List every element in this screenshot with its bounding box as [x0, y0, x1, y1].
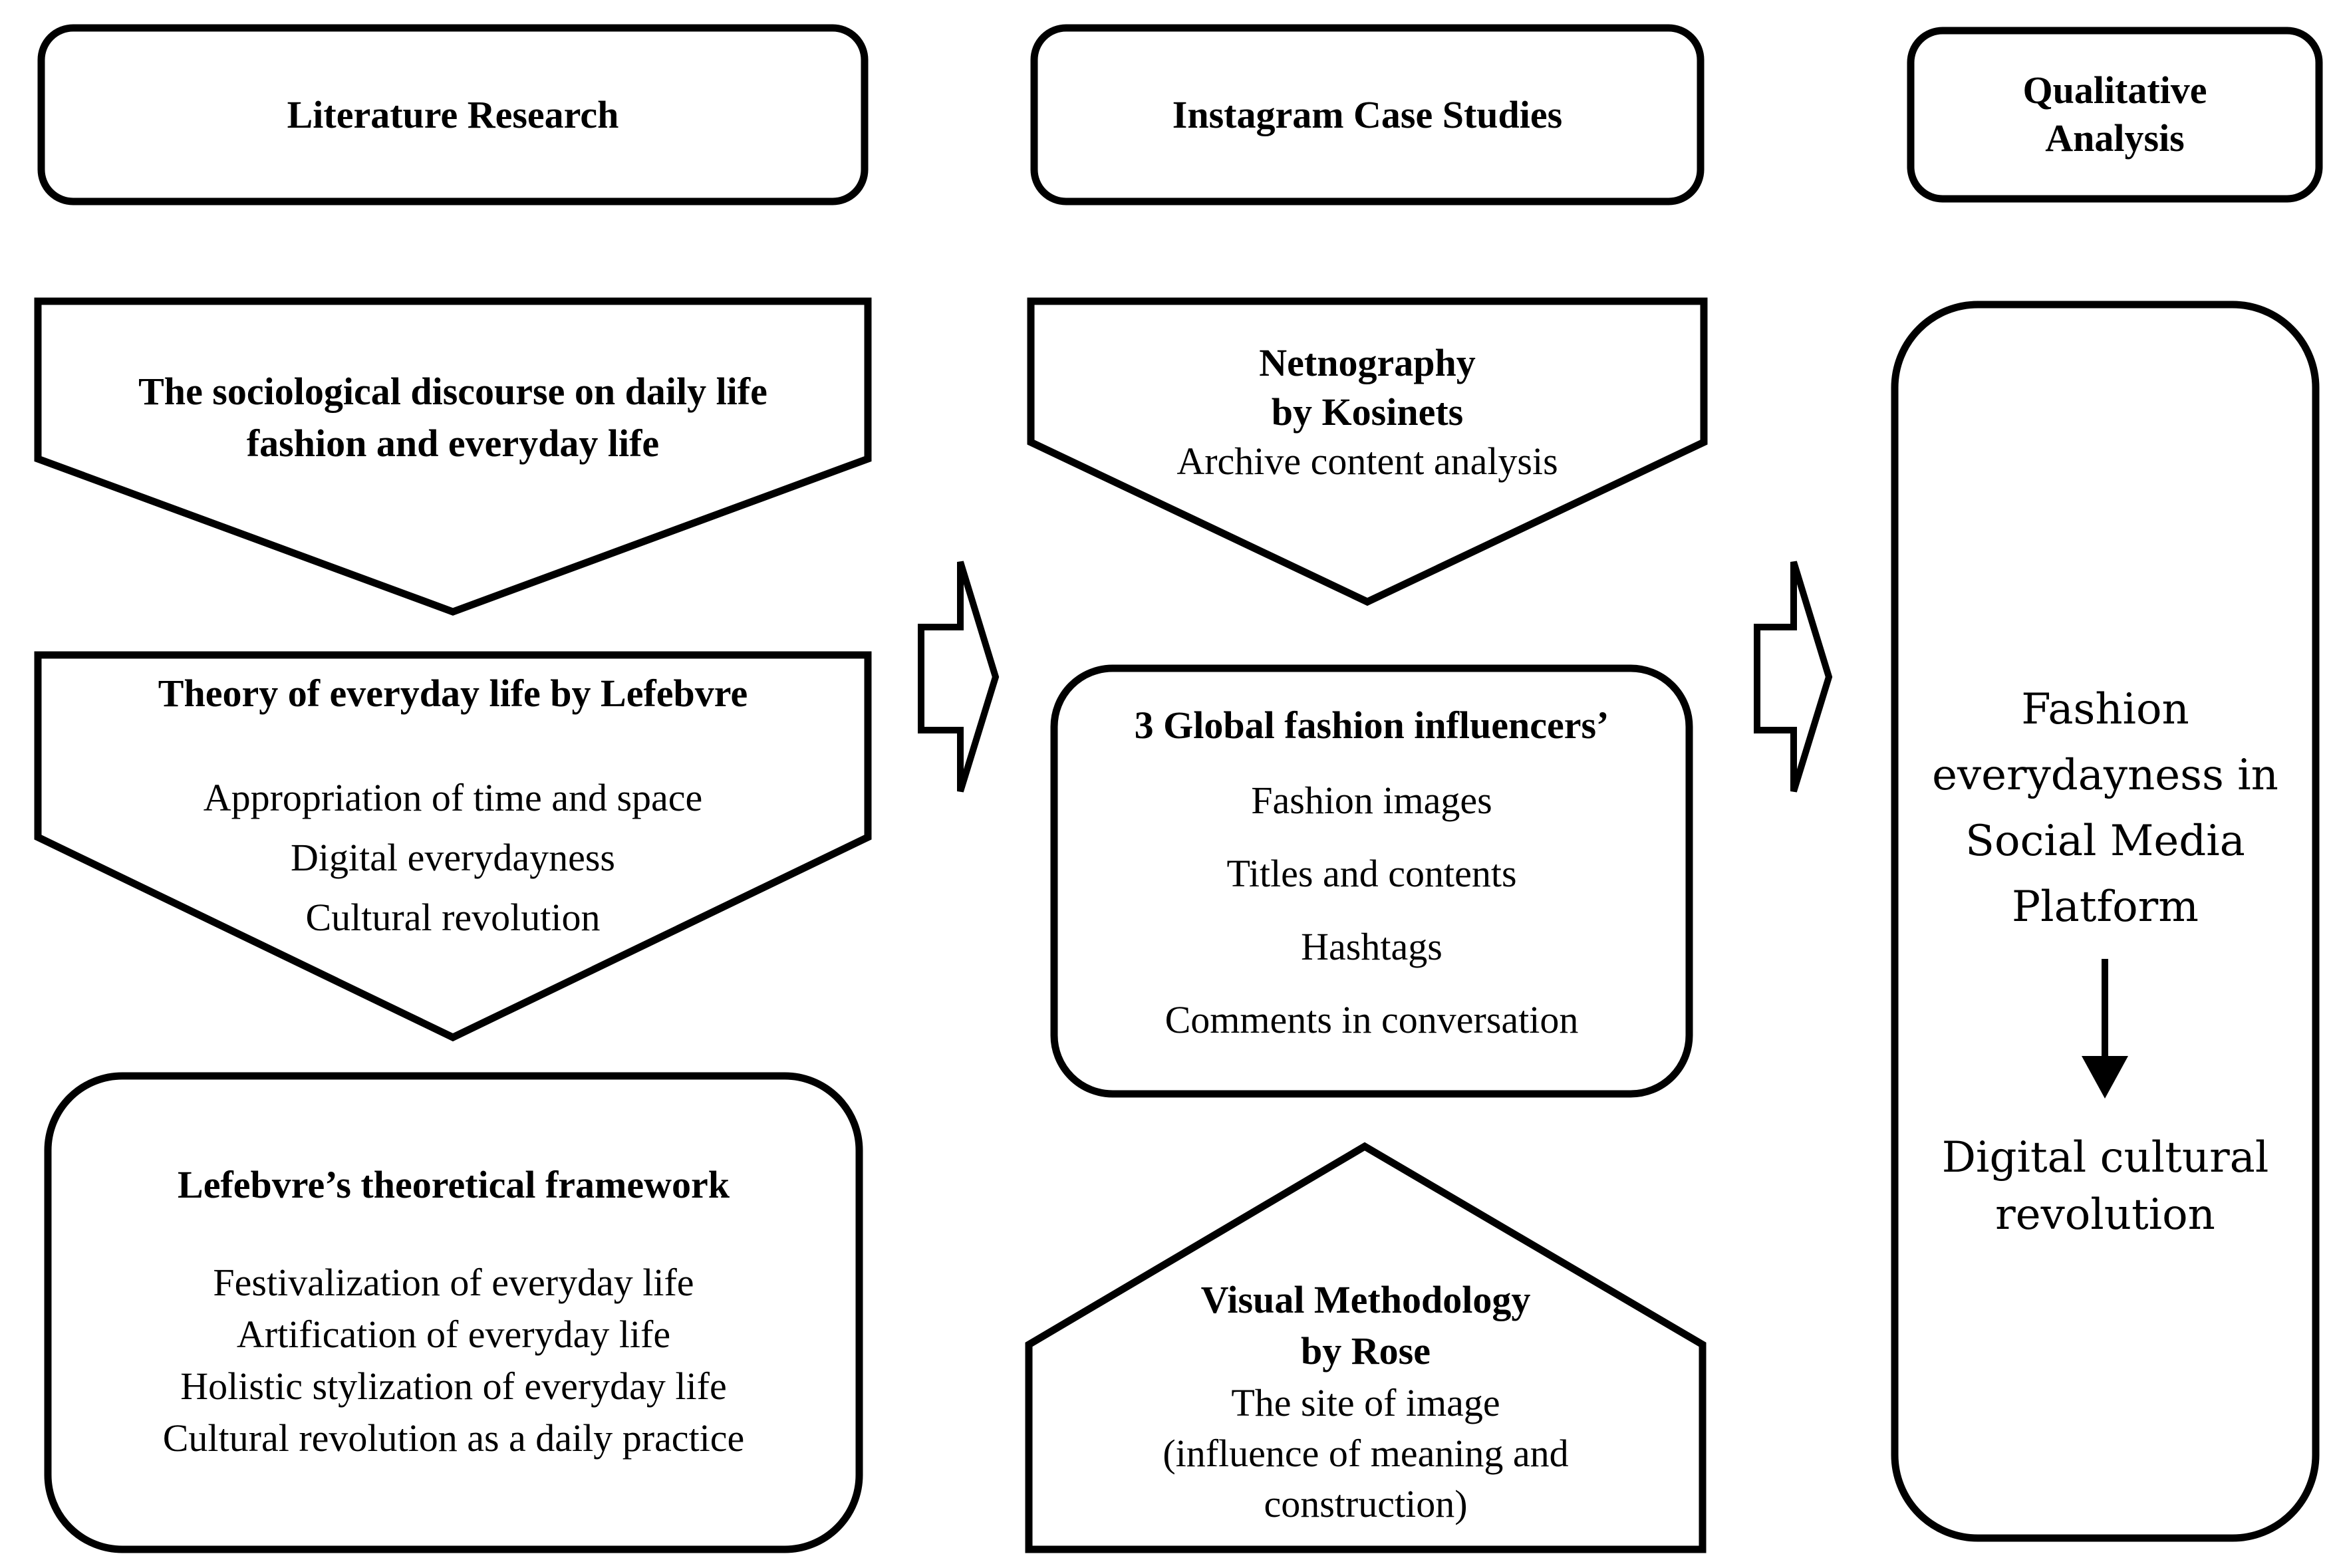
text-line: Visual Methodology — [1200, 1278, 1531, 1321]
header-qualitative-analysis: Qualitative Analysis — [1907, 27, 2322, 202]
text-line: (influence of meaning and — [1163, 1432, 1569, 1475]
text-line: Cultural revolution as a daily practice — [162, 1416, 745, 1460]
digital-cultural-revolution-result: Digital cultural revolution — [1895, 1129, 2316, 1243]
box-lefebvre-framework — [44, 1072, 863, 1553]
text-line: revolution — [1995, 1190, 2215, 1240]
netnography-subtitle: Archive content analysis — [1031, 437, 1704, 486]
box-global-fashion-influencers — [1050, 664, 1693, 1098]
text-line: Cultural revolution — [305, 896, 601, 939]
text-line: Hashtags — [1301, 925, 1442, 968]
text-line: Social Media — [1965, 817, 2245, 866]
text-line: Holistic stylization of everyday life — [180, 1365, 727, 1408]
header-literature-research: Literature Research — [38, 24, 868, 205]
netnography-title: Netnography by Kosinets — [1031, 338, 1704, 437]
text-line: The sociological discourse on daily life — [138, 370, 767, 413]
text-line: Digital everydayness — [290, 836, 615, 879]
text-line: fashion and everyday life — [246, 422, 660, 465]
text-line: everydayness in — [1932, 751, 2278, 800]
theory-everyday-life-items: Appropriation of time and space Digital … — [38, 768, 868, 948]
text-line: by Kosinets — [1271, 390, 1464, 434]
theory-everyday-life-title: Theory of everyday life by Lefebvre — [38, 668, 868, 719]
pentagon-sociological-discourse — [34, 297, 872, 616]
down-arrow-icon — [2082, 959, 2128, 1099]
text-line: Archive content analysis — [1176, 440, 1558, 483]
lefebvre-framework-items: Festivalization of everyday life Artific… — [48, 1257, 859, 1464]
text-line: Netnography — [1259, 341, 1476, 384]
text-line: by Rose — [1301, 1329, 1431, 1372]
sociological-discourse-title: The sociological discourse on daily life… — [38, 366, 868, 469]
visual-methodology-title: Visual Methodology by Rose — [1029, 1274, 1703, 1376]
text-line: Festivalization of everyday life — [213, 1261, 694, 1304]
pentagon-theory-everyday-life — [34, 651, 872, 1042]
block-arrow-right-icon — [1754, 561, 1833, 793]
text-line: Lefebvre’s theoretical framework — [178, 1163, 730, 1206]
lefebvre-framework-title: Lefebvre’s theoretical framework — [48, 1160, 859, 1210]
text-line: Fashion images — [1251, 779, 1492, 822]
text-line: Digital cultural — [1941, 1133, 2269, 1182]
pentagon-netnography — [1027, 297, 1708, 606]
influencers-title: 3 Global fashion influencers’ — [1054, 700, 1689, 751]
influencers-items: Fashion images Titles and contents Hasht… — [1054, 764, 1689, 1057]
header-box-instagram-case-studies — [1030, 24, 1705, 205]
header-label: Instagram Case Studies — [1172, 92, 1563, 136]
header-box-literature-research — [37, 24, 869, 205]
text-line: Artification of everyday life — [236, 1313, 671, 1356]
box-qualitative-results — [1891, 301, 2320, 1542]
text-line: Theory of everyday life by Lefebvre — [158, 672, 748, 715]
text-line: Titles and contents — [1226, 852, 1517, 895]
header-label: Literature Research — [287, 92, 619, 136]
text-line: Fashion — [2021, 685, 2189, 734]
text-line: Platform — [2012, 882, 2199, 932]
house-visual-methodology — [1025, 1142, 1707, 1553]
block-arrow-right-icon — [918, 561, 1000, 793]
text-line: The site of image — [1231, 1381, 1500, 1424]
header-instagram-case-studies: Instagram Case Studies — [1031, 24, 1704, 205]
visual-methodology-items: The site of image (influence of meaning … — [1029, 1378, 1703, 1529]
text-line: construction) — [1264, 1482, 1468, 1525]
header-box-qualitative-analysis — [1907, 27, 2323, 203]
text-line: Comments in conversation — [1165, 998, 1579, 1041]
fashion-everydayness-result: Fashion everydayness in Social Media Pla… — [1895, 677, 2316, 940]
header-label: Qualitative Analysis — [2022, 68, 2207, 160]
text-line: Appropriation of time and space — [203, 776, 703, 819]
text-line: 3 Global fashion influencers’ — [1134, 704, 1609, 747]
